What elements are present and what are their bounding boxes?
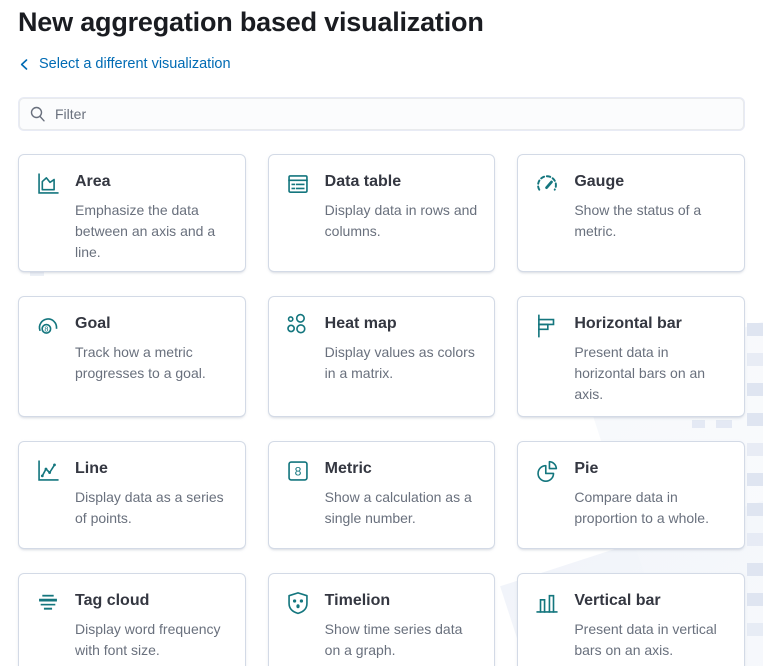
viz-card-tag-cloud[interactable]: Tag cloud Display word frequency with fo… <box>18 572 246 666</box>
viz-card-title: Line <box>75 459 108 477</box>
tag-cloud-icon <box>35 589 61 616</box>
svg-text:8: 8 <box>44 324 48 333</box>
viz-card-description: Present data in horizontal bars on an ax… <box>574 343 706 402</box>
viz-card-title: Goal <box>75 314 111 332</box>
viz-card-gauge[interactable]: Gauge Show the status of a metric. <box>517 153 745 272</box>
viz-card-title: Horizontal bar <box>574 314 682 332</box>
viz-card-title: Timelion <box>324 591 391 609</box>
viz-card-title: Gauge <box>574 172 625 190</box>
vertical-bar-icon <box>534 589 560 616</box>
viz-card-title: Data table <box>324 172 402 190</box>
pie-chart-icon <box>534 457 560 484</box>
gauge-icon <box>534 170 560 197</box>
viz-card-goal[interactable]: 8 Goal Track how a metric progresses to … <box>18 295 246 417</box>
viz-card-description: Display data as a series of points. <box>75 488 224 526</box>
back-link-label: Select a different visualization <box>39 56 231 72</box>
line-chart-icon <box>35 457 61 484</box>
viz-card-description: Display values as colors in a matrix. <box>324 343 475 381</box>
viz-card-title: Tag cloud <box>75 591 150 609</box>
viz-card-horizontal-bar[interactable]: Horizontal bar Present data in horizonta… <box>517 295 745 417</box>
viz-card-metric[interactable]: 8 Metric Show a calculation as a single … <box>267 440 496 549</box>
page-title: New aggregation based visualization <box>18 7 484 37</box>
viz-card-description: Compare data in proportion to a whole. <box>574 488 709 526</box>
viz-card-description: Show time series data on a graph. <box>324 620 463 658</box>
viz-card-description: Emphasize the data between an axis and a… <box>75 201 216 260</box>
viz-card-description: Display word frequency with font size. <box>75 620 221 658</box>
viz-card-title: Pie <box>574 459 599 477</box>
viz-card-description: Display data in rows and columns. <box>324 201 478 239</box>
viz-card-title: Heat map <box>324 314 397 332</box>
viz-card-title: Vertical bar <box>574 591 661 609</box>
viz-card-line[interactable]: Line Display data as a series of points. <box>18 440 246 549</box>
viz-card-heat-map[interactable]: Heat map Display values as colors in a m… <box>267 295 496 417</box>
viz-card-data-table[interactable]: Data table Display data in rows and colu… <box>267 153 496 272</box>
viz-card-description: Present data in vertical bars on an axis… <box>574 620 717 658</box>
viz-card-description: Track how a metric progresses to a goal. <box>75 343 206 381</box>
viz-card-pie[interactable]: Pie Compare data in proportion to a whol… <box>517 440 745 549</box>
data-table-icon <box>285 170 311 197</box>
select-different-visualization-link[interactable]: Select a different visualization <box>18 56 231 72</box>
area-chart-icon <box>35 170 61 197</box>
metric-icon: 8 <box>285 457 311 484</box>
svg-text:8: 8 <box>294 464 301 478</box>
viz-card-title: Area <box>75 172 111 190</box>
viz-card-title: Metric <box>324 459 372 477</box>
viz-card-description: Show the status of a metric. <box>574 201 702 239</box>
viz-card-area[interactable]: Area Emphasize the data between an axis … <box>18 153 246 272</box>
viz-card-timelion[interactable]: Timelion Show time series data on a grap… <box>267 572 496 666</box>
horizontal-bar-icon <box>534 312 560 339</box>
timelion-icon <box>285 589 311 616</box>
filter-input[interactable] <box>18 96 745 131</box>
heat-map-icon <box>285 312 311 339</box>
goal-icon: 8 <box>35 312 61 339</box>
viz-card-vertical-bar[interactable]: Vertical bar Present data in vertical ba… <box>517 572 745 666</box>
viz-card-description: Show a calculation as a single number. <box>324 488 472 526</box>
visualization-card-grid: Area Emphasize the data between an axis … <box>18 153 745 666</box>
chevron-left-icon <box>18 58 31 71</box>
